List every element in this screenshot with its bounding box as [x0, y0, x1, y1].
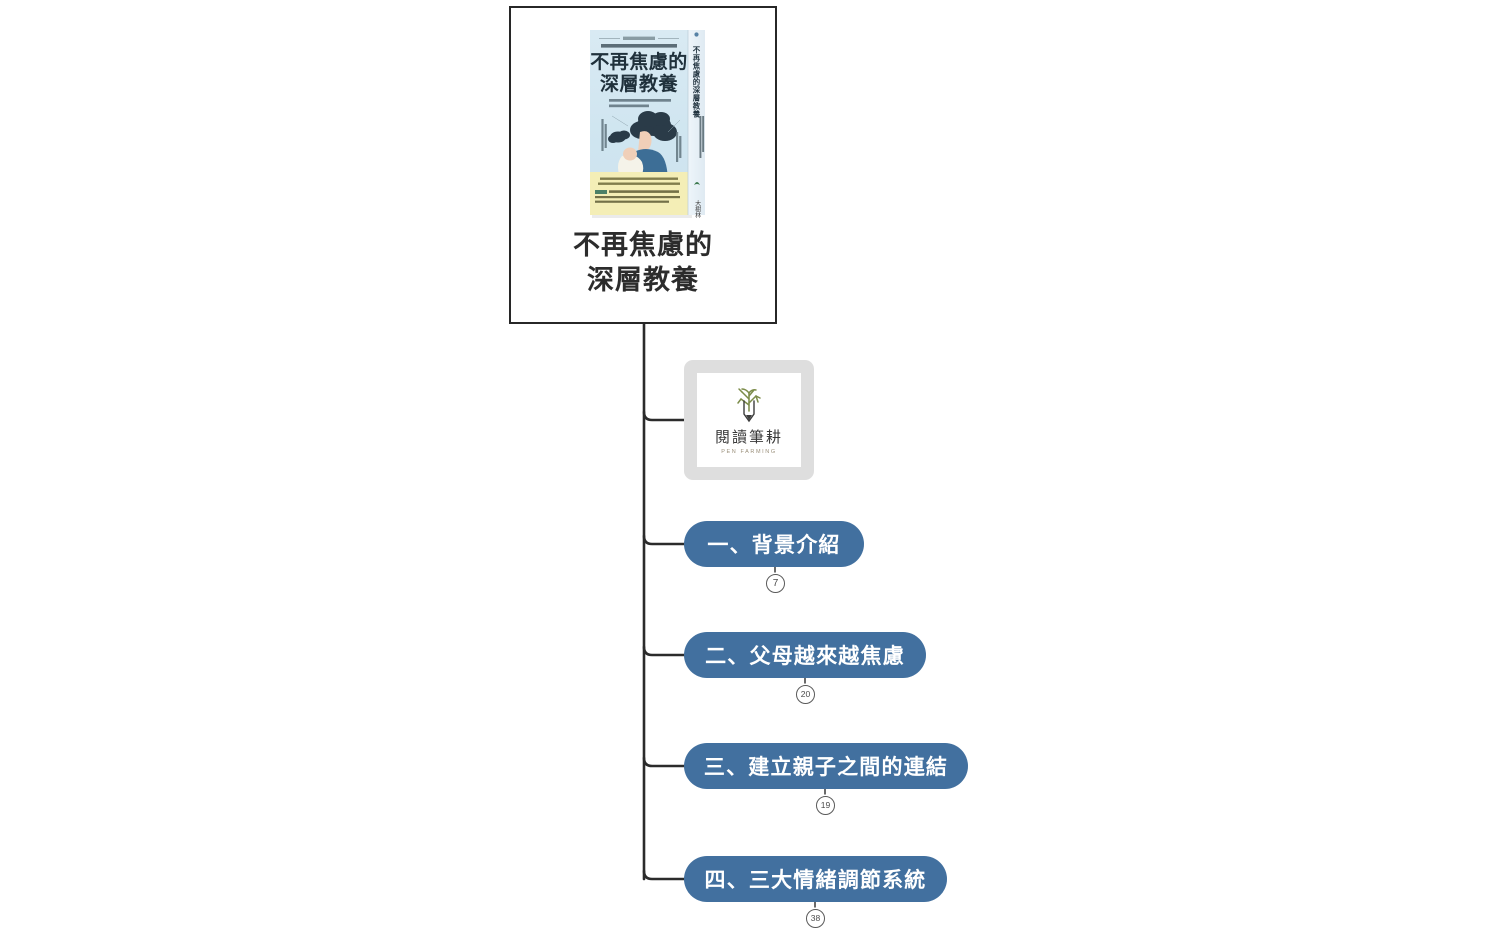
connector-to-branch-2 — [642, 645, 688, 657]
branch-node-1[interactable]: 一、背景介紹 — [684, 521, 864, 567]
connector-to-branch-4 — [642, 869, 688, 881]
book-cover-image: 不再焦慮的 深層教養 — [568, 20, 718, 220]
page-title: 不再焦慮的 深層教養 — [573, 230, 713, 295]
svg-text:大樹林: 大樹林 — [694, 199, 701, 219]
svg-text:深層教養: 深層教養 — [600, 72, 679, 95]
connector-to-branch-3 — [642, 756, 688, 768]
pencil-tree-icon — [737, 388, 761, 423]
svg-text:不再焦慮的深層教養: 不再焦慮的深層教養 — [692, 46, 701, 119]
logo-node-pen-farming[interactable]: 閱讀筆耕 PEN FARMING — [684, 360, 814, 480]
logo-chinese-text: 閱讀筆耕 — [714, 430, 783, 446]
branch-node-4[interactable]: 四、三大情緒調節系統 — [684, 856, 947, 902]
branch-badge-1[interactable]: 7 — [766, 574, 785, 593]
branch-node-2[interactable]: 二、父母越來越焦慮 — [684, 632, 926, 678]
branch-badge-2[interactable]: 20 — [796, 685, 815, 704]
svg-text:不再焦慮的: 不再焦慮的 — [590, 50, 688, 73]
branch-badge-3[interactable]: 19 — [816, 796, 835, 815]
branch-badge-4[interactable]: 38 — [806, 909, 825, 928]
branch-node-3[interactable]: 三、建立親子之間的連結 — [684, 743, 968, 789]
root-node[interactable]: 不再焦慮的 深層教養 — [509, 6, 777, 324]
connector-to-branch-1 — [642, 534, 688, 546]
connector-to-logo — [642, 410, 688, 422]
logo-inner-frame: 閱讀筆耕 PEN FARMING — [697, 373, 801, 467]
logo-english-text: PEN FARMING — [721, 449, 777, 455]
